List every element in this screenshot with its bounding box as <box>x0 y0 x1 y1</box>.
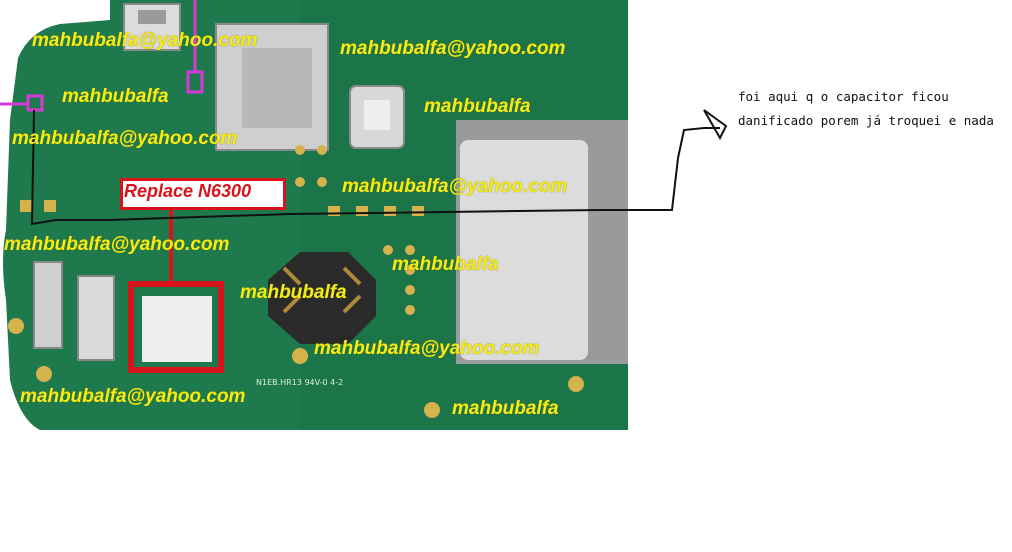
watermark-name: mahbubalfa <box>62 86 169 107</box>
connector-pins <box>282 266 362 314</box>
replace-target-chip <box>142 296 212 362</box>
watermark-email: mahbubalfa@yahoo.com <box>340 38 566 59</box>
watermark-name: mahbubalfa <box>392 254 499 275</box>
magenta-marker-left <box>26 94 44 112</box>
replace-target-box <box>128 281 224 373</box>
replace-label-box <box>120 178 286 210</box>
watermark-email: mahbubalfa@yahoo.com <box>32 30 258 51</box>
shield-plate <box>460 140 588 360</box>
watermark-email: mahbubalfa@yahoo.com <box>20 386 246 407</box>
replace-label-text: Replace N6300 <box>124 181 252 201</box>
small-chip-center <box>364 100 390 130</box>
watermark-email: mahbubalfa@yahoo.com <box>12 128 238 149</box>
watermark-name: mahbubalfa <box>424 96 531 117</box>
crystal-component <box>77 275 115 361</box>
watermark-name: mahbubalfa <box>240 282 347 303</box>
note-line-2: danificado porem já troquei e nada <box>738 113 994 128</box>
watermark-email: mahbubalfa@yahoo.com <box>314 338 540 359</box>
watermark-email: mahbubalfa@yahoo.com <box>342 176 568 197</box>
watermark-name: mahbubalfa <box>452 398 559 419</box>
side-component <box>33 261 63 349</box>
gold-pads <box>8 145 584 418</box>
hand-drawn-trace <box>30 109 720 226</box>
card-slot-inner <box>242 48 312 128</box>
magenta-marker-top <box>186 70 204 94</box>
usb-port <box>138 10 166 24</box>
arrow-head-icon <box>703 109 728 141</box>
note-line-1: foi aqui q o capacitor ficou <box>738 89 949 104</box>
watermark-email: mahbubalfa@yahoo.com <box>4 234 230 255</box>
board-marking: N1EB.HR13 94V-0 4-2 <box>256 378 344 387</box>
